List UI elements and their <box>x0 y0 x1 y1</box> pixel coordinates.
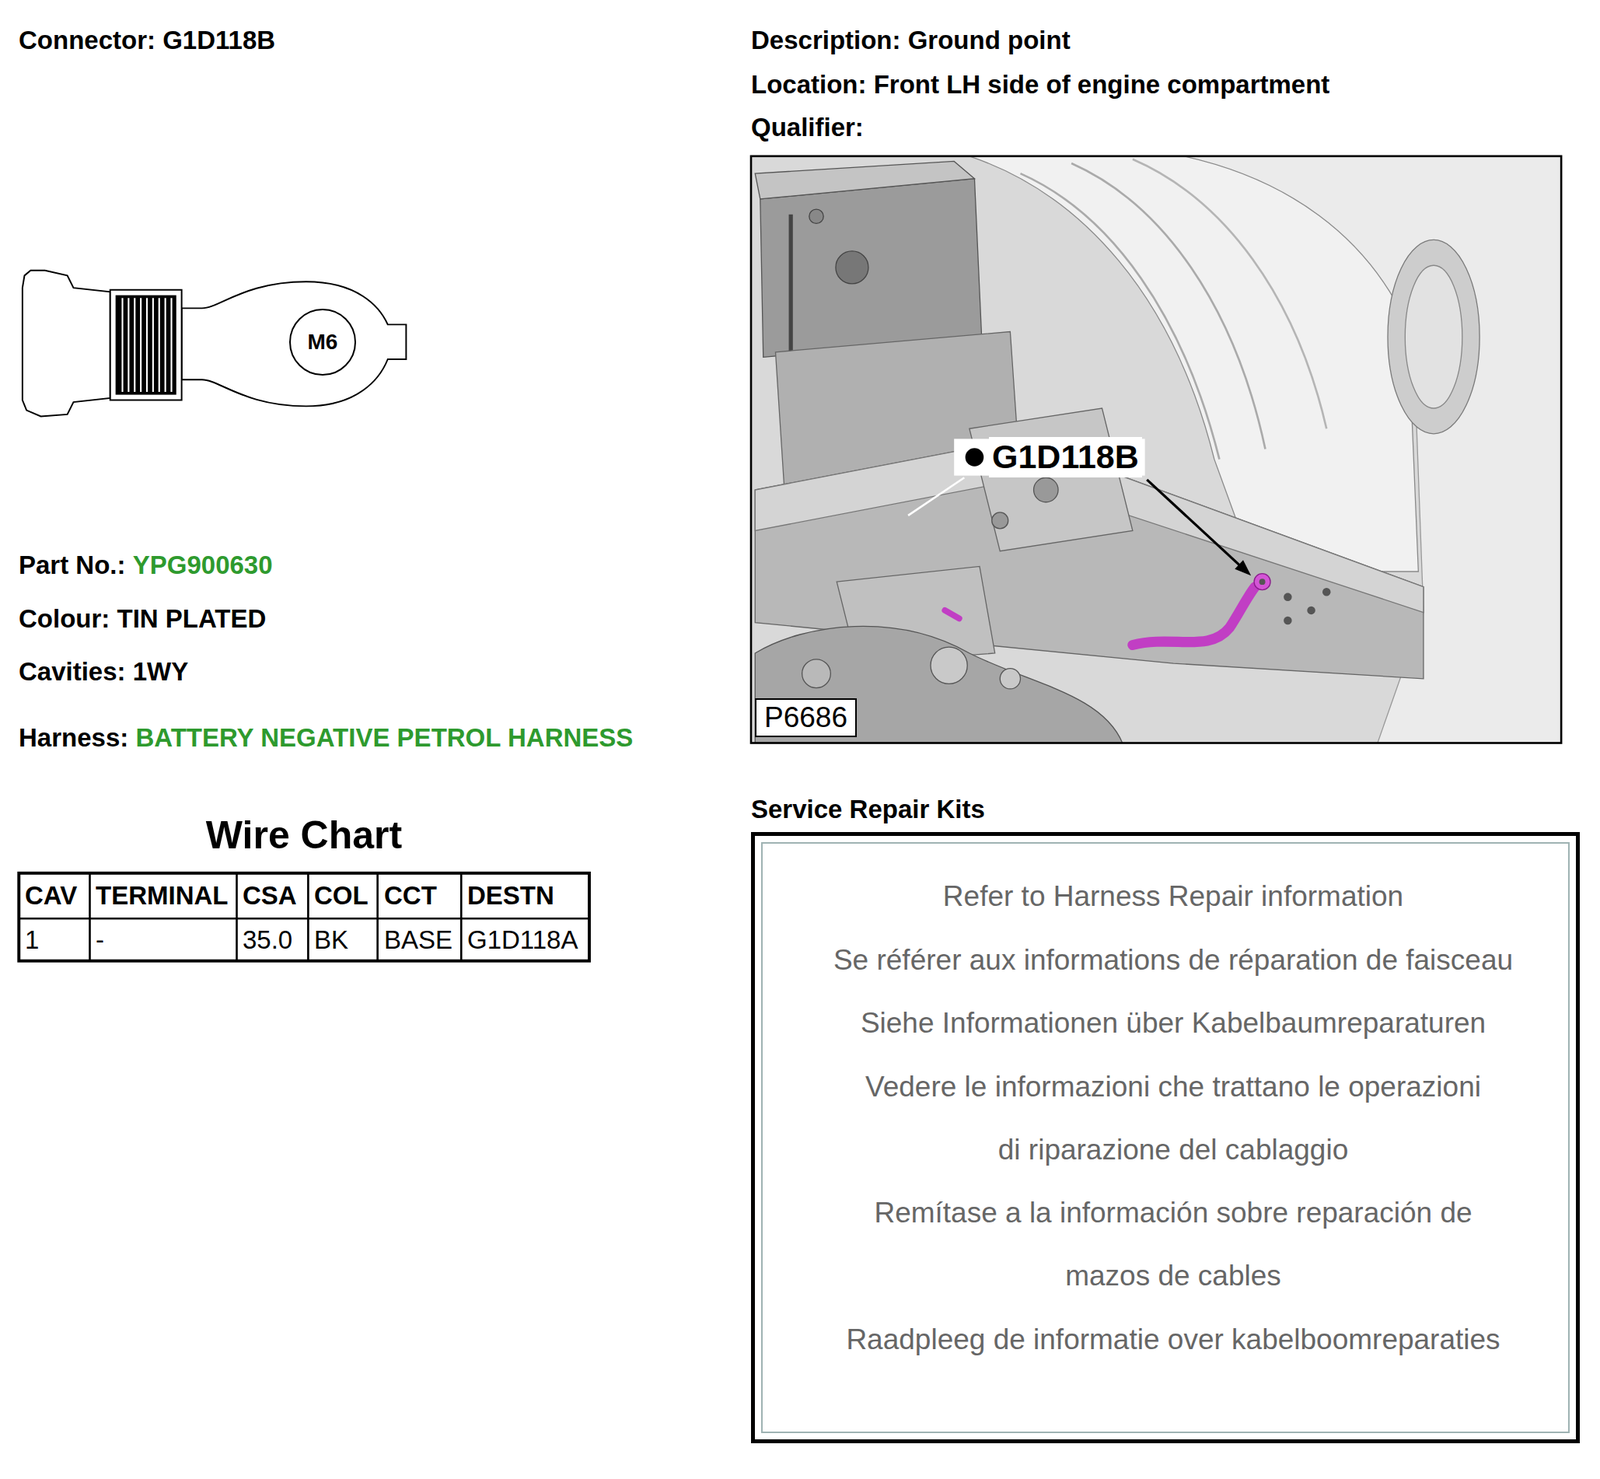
ground-cable <box>1132 586 1256 646</box>
table-header: CSA <box>242 880 297 912</box>
gearbox-boss <box>999 668 1021 689</box>
gearbox <box>754 625 1123 743</box>
repair-note: Refer to Harness Repair information <box>943 864 1404 928</box>
arch-rib <box>1132 159 1327 430</box>
table-cell: - <box>95 924 105 956</box>
field-label: Part No.: <box>18 549 126 581</box>
table-header: COL <box>314 880 369 912</box>
headlamp-lens <box>1404 265 1463 409</box>
battery-top <box>754 160 975 200</box>
rail-hole <box>1283 616 1293 626</box>
table-header: DESTN <box>467 880 555 912</box>
table-cell: 35.0 <box>242 924 293 956</box>
repair-note: Se référer aux informations de réparatio… <box>833 928 1513 992</box>
repair-note: Remítase a la información sobre reparaci… <box>856 1180 1491 1307</box>
figure-number: P6686 <box>764 700 848 735</box>
terminal-flare <box>22 270 111 417</box>
gearbox-boss <box>802 659 832 689</box>
callout-dot <box>965 447 985 467</box>
crimp-barrel <box>110 289 182 401</box>
repair-note: Vedere le informazioni che trattano le o… <box>856 1055 1491 1181</box>
chart-title: Wire Chart <box>206 811 402 859</box>
headlamp <box>1387 239 1480 434</box>
battery-front <box>760 178 982 358</box>
engine-bay-illustration <box>751 156 1562 744</box>
field-label: Description: Ground point <box>751 24 1071 56</box>
ground-bolt <box>1259 578 1266 585</box>
rail-hole <box>1306 606 1316 615</box>
table-header: TERMINAL <box>95 880 228 912</box>
table-cell: 1 <box>24 924 39 956</box>
field-label: Location: Front LH side of engine compar… <box>751 69 1330 101</box>
battery-terminal <box>809 209 824 224</box>
repair-note: Raadpleeg de informatie over kabelboomre… <box>845 1307 1500 1371</box>
arch-rib <box>1071 163 1265 450</box>
repair-kit-box: Service Repair KitsRefer to Harness Repa… <box>751 831 1580 1443</box>
mount-bolt <box>1034 477 1059 503</box>
rail-hole <box>1283 593 1293 602</box>
table-header: CCT <box>384 880 437 912</box>
field-label: Harness: <box>18 722 129 754</box>
field-label: Cavities: 1WY <box>18 656 189 688</box>
rail-hole <box>1322 587 1332 597</box>
table-cell: BASE <box>384 924 453 956</box>
battery-terminal <box>835 251 869 284</box>
field-label: Qualifier: <box>751 111 864 144</box>
gearbox-boss <box>930 646 968 684</box>
photo-background <box>751 156 1562 744</box>
bolt-size-text: M6 <box>307 328 339 356</box>
crimp-stripes <box>122 297 172 392</box>
repair-note: Siehe Informationen über Kabelbaumrepara… <box>860 991 1486 1055</box>
table-cell: BK <box>314 924 349 956</box>
arrow-head <box>1234 559 1251 576</box>
field-value: BATTERY NEGATIVE PETROL HARNESS <box>135 722 633 754</box>
leader-line <box>908 477 965 516</box>
ground-lug <box>1254 573 1271 591</box>
field-value: YPG900630 <box>132 549 273 581</box>
figure-number-box: P6686 <box>754 698 857 738</box>
callout-label: G1D118B <box>988 436 1143 478</box>
crimp-core <box>116 296 176 395</box>
engine-mount <box>969 408 1133 552</box>
field-label: Colour: TIN PLATED <box>18 603 266 635</box>
ground-cable-stub <box>944 610 959 619</box>
table-cell: G1D118A <box>467 924 578 956</box>
photo-frame <box>751 156 1562 744</box>
section-heading: Service Repair Kits <box>751 793 986 825</box>
bolt-size-circle: M6 <box>289 308 357 376</box>
table-header: CAV <box>24 880 77 912</box>
ring-terminal <box>22 270 407 417</box>
terminal-ring <box>181 281 407 406</box>
field-label: Connector: G1D118B <box>18 24 276 56</box>
mount-bolt <box>992 512 1009 529</box>
wire-chart-grid <box>18 872 591 961</box>
callout-arrow <box>1146 479 1240 566</box>
